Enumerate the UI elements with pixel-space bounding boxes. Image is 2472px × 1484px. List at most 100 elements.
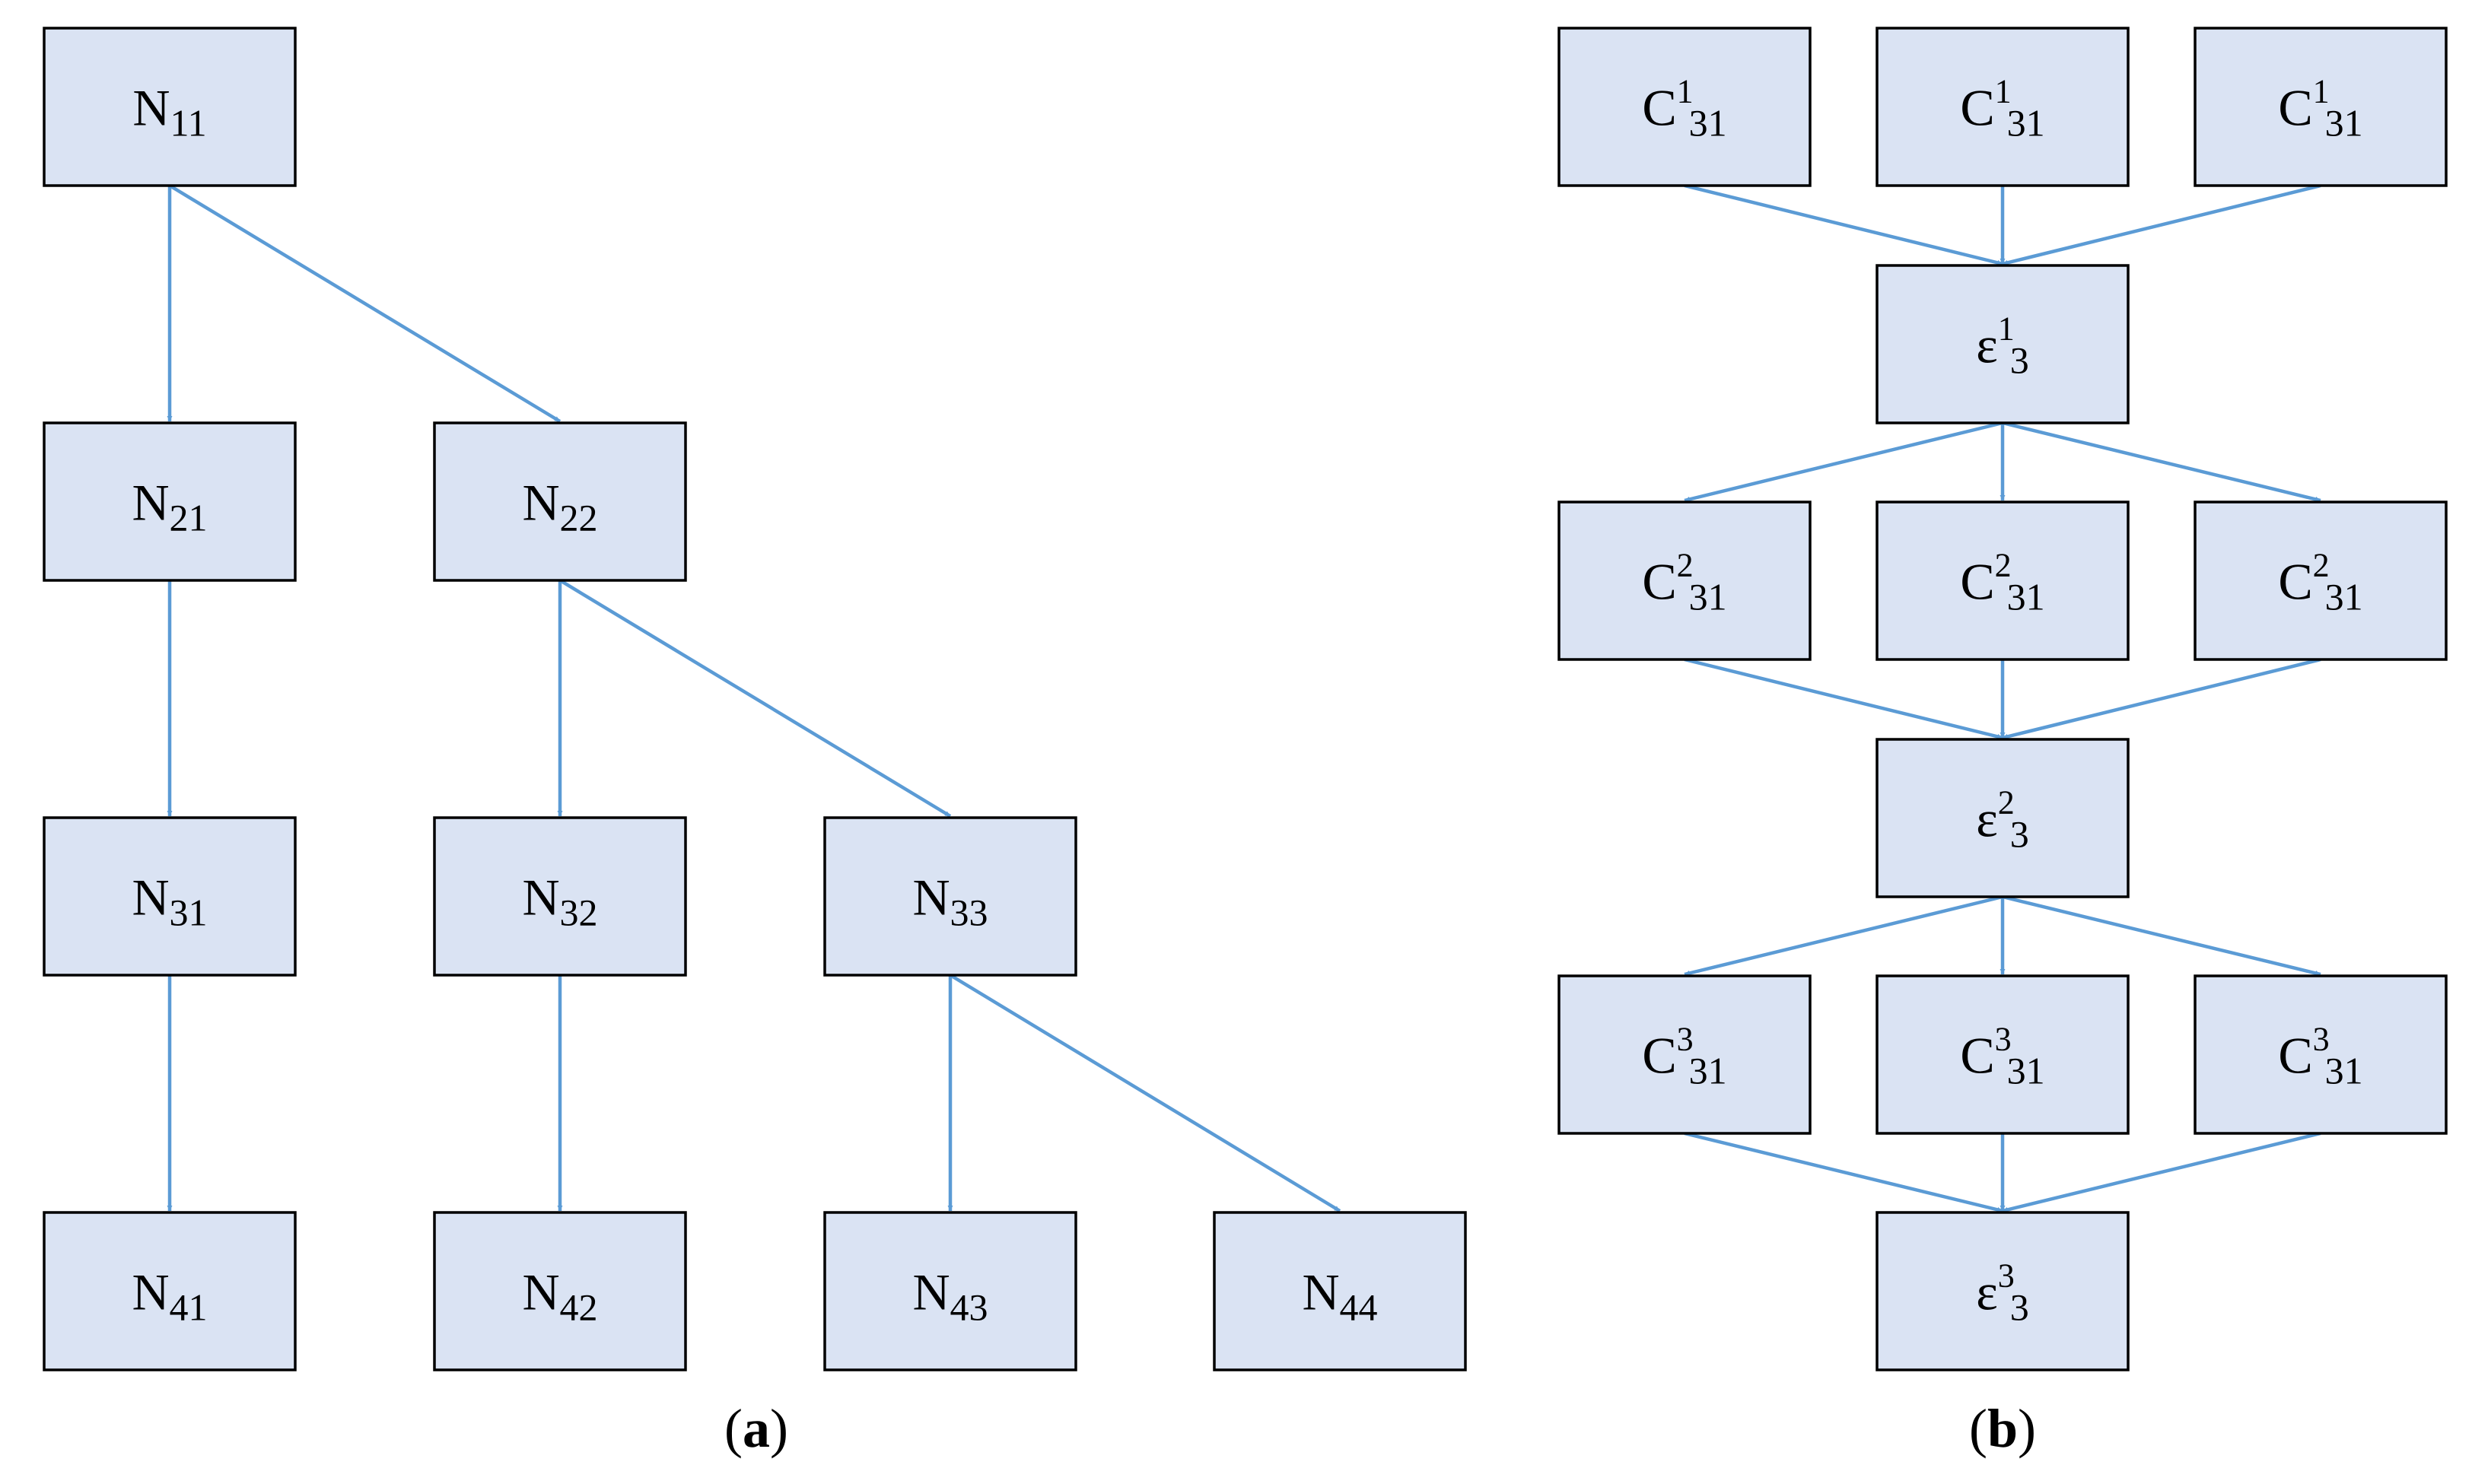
node-box	[433, 421, 687, 582]
node-box	[1875, 1211, 2130, 1371]
node-label-superscript: 3	[2313, 1021, 2330, 1058]
node-label-superscript: 2	[1995, 547, 2012, 584]
panel-a-node-N44: N44	[1213, 1211, 1467, 1371]
panel-b-edge-C1c-to-E1	[2002, 183, 2321, 266]
node-label-base: N	[132, 869, 169, 926]
node-label: N44	[1302, 1263, 1377, 1329]
node-label-subscript: 31	[2325, 1050, 2363, 1092]
node-label-subscript: 44	[1340, 1286, 1378, 1329]
node-label-base: C	[1960, 553, 1994, 611]
node-label-superscript: 2	[1677, 547, 1694, 584]
panel-b-caption-open: (	[1969, 1398, 1987, 1459]
node-box	[433, 816, 687, 977]
panel-b-caption-close: )	[2018, 1398, 2036, 1459]
node-label-subscript: 31	[1689, 576, 1727, 618]
node-label-base: C	[1642, 553, 1676, 611]
node-label-base: C	[1960, 1027, 1994, 1085]
panel-a-node-N32: N32	[433, 816, 687, 977]
node-label: N22	[522, 474, 597, 539]
panel-a-node-N31: N31	[43, 816, 297, 977]
node-label-subscript: 3	[2010, 1286, 2029, 1329]
node-label-subscript: 32	[560, 891, 598, 934]
node-box	[1875, 27, 2130, 187]
panel-a-edge-N22-to-N33	[558, 579, 952, 818]
panel-b-edge-C2c-to-E2	[2002, 657, 2321, 740]
panel-b-edge-C3a-to-E3	[1684, 1131, 2003, 1213]
node-label-subscript: 3	[2010, 813, 2029, 856]
node-label-base: N	[912, 869, 950, 926]
panel-b-edge-C2a-to-E2	[1684, 657, 2003, 740]
node-box	[1875, 264, 2130, 424]
node-label-subscript: 31	[1689, 1050, 1727, 1092]
node-label-base: N	[1302, 1263, 1339, 1321]
node-label-base: C	[1642, 1027, 1676, 1085]
node-box	[1213, 1211, 1467, 1371]
node-label: N11	[132, 79, 206, 145]
node-label: N41	[132, 1263, 207, 1329]
node-label: N21	[132, 474, 207, 539]
node-box	[1557, 27, 1812, 187]
panel-b-edge-E1-to-C2a	[1684, 421, 2003, 503]
node-label-subscript: 43	[950, 1286, 988, 1329]
panel-a-edges	[167, 184, 1341, 1212]
node-label-base: C	[2278, 1027, 2312, 1085]
node-box	[1875, 974, 2130, 1135]
panel-a-caption-close: )	[770, 1398, 788, 1459]
panel-b-edge-C3c-to-E3	[2002, 1131, 2321, 1213]
panel-a-node-N21: N21	[43, 421, 297, 582]
node-label-base: N	[522, 474, 559, 532]
node-label-subscript: 31	[170, 891, 208, 934]
node-box	[2194, 974, 2448, 1135]
node-box	[433, 1211, 687, 1371]
node-box	[43, 1211, 297, 1371]
node-box	[43, 421, 297, 582]
node-label: N43	[912, 1263, 988, 1329]
panel-a-caption-open: (	[724, 1398, 743, 1459]
node-label-subscript: 21	[170, 497, 208, 539]
node-label-superscript: 1	[1677, 73, 1694, 110]
panel-b-edge-E2-to-C3c	[2002, 895, 2321, 977]
panel-b-edge-E1-to-C2c	[2002, 421, 2321, 503]
panel-b-edges	[1684, 183, 2321, 1213]
node-label-subscript: 31	[2007, 1050, 2045, 1092]
node-label-superscript: 1	[2313, 73, 2330, 110]
node-box	[2194, 500, 2448, 661]
panel-b-caption: (b)	[1969, 1398, 2036, 1459]
node-label-superscript: 3	[1995, 1021, 2012, 1058]
node-label: N32	[522, 869, 597, 934]
node-label-subscript: 31	[2325, 102, 2363, 145]
node-label: N33	[912, 869, 988, 934]
node-label-base: ε	[1976, 790, 1998, 848]
node-box	[1875, 500, 2130, 661]
node-label-base: C	[2278, 79, 2312, 137]
panel-a-node-N42: N42	[433, 1211, 687, 1371]
node-box	[2194, 27, 2448, 187]
panel-b-edge-C1a-to-E1	[1684, 183, 2003, 266]
node-label-subscript: 31	[2325, 576, 2363, 618]
panel-a-caption-letter: a	[743, 1398, 770, 1459]
node-label: N42	[522, 1263, 597, 1329]
node-label: N31	[132, 869, 207, 934]
node-box	[1557, 500, 1812, 661]
panel-b-caption-letter: b	[1987, 1398, 2018, 1459]
node-label-subscript: 31	[2007, 102, 2045, 145]
